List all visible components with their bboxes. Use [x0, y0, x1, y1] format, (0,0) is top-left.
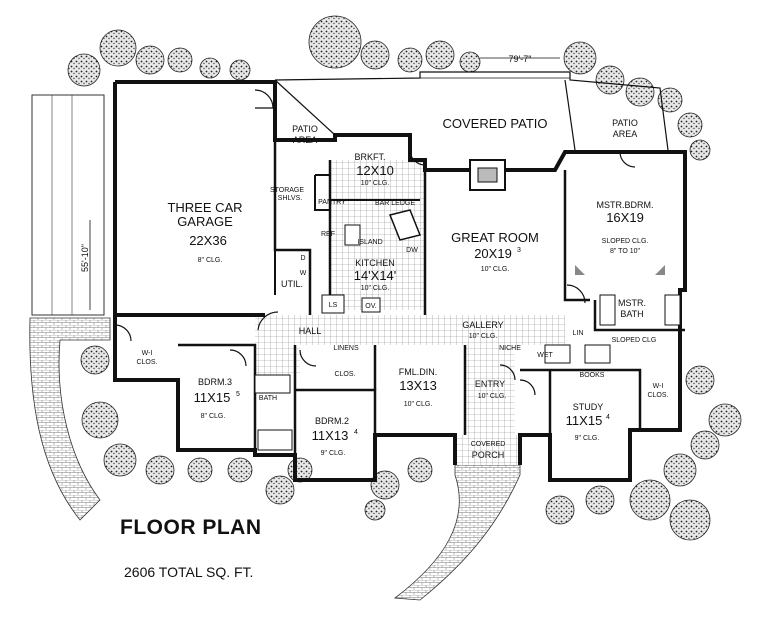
- study-size-sup: 4: [606, 414, 610, 421]
- garage-name2: GARAGE: [177, 214, 233, 229]
- bdrm3-size-sup: 5: [236, 391, 240, 398]
- depth-dimension: 55'-10": [80, 244, 90, 272]
- wi-right-2: CLOS.: [647, 392, 668, 399]
- bdrm3-name: BDRM.3: [198, 377, 232, 387]
- bdrm2-clg: 9" CLG.: [321, 450, 346, 457]
- great-room-size: 20X19: [474, 246, 512, 261]
- d-label: D: [300, 255, 305, 262]
- ref-label: REF: [321, 231, 335, 238]
- bath-label: BATH: [259, 395, 277, 402]
- dimension-lines: [89, 57, 560, 310]
- great-room-clg: 10" CLG.: [481, 266, 510, 273]
- fixtures: [254, 159, 681, 451]
- entry-clg: 10" CLG.: [478, 393, 507, 400]
- plan-title: FLOOR PLAN: [120, 516, 262, 539]
- bar-ledge-label: BAR LEDGE: [375, 200, 415, 207]
- pantry-label: PANTRY: [318, 199, 346, 206]
- kitchen-name: KITCHEN: [355, 258, 395, 268]
- bdrm3-size: 11X15: [194, 390, 231, 405]
- study-size: 11X15: [566, 413, 603, 428]
- garage-size: 22X36: [189, 233, 227, 248]
- bdrm2-name: BDRM.2: [315, 416, 349, 426]
- hall-label: HALL: [299, 326, 322, 336]
- covered-patio: COVERED PATIO: [443, 116, 548, 131]
- niche-label: NICHE: [499, 345, 521, 352]
- brkft-size: 12X10: [356, 163, 394, 178]
- clos-label: CLOS.: [334, 371, 355, 378]
- w-label: W: [300, 270, 307, 277]
- great-room-size-sup: 3: [517, 247, 521, 254]
- garage-clg: 8" CLG.: [198, 257, 223, 264]
- wi-left-1: W-I: [142, 350, 153, 357]
- storage-1: STORAGE: [270, 187, 304, 194]
- covered-patio-area: [274, 71, 669, 151]
- interior-walls: [178, 140, 685, 455]
- gallery-name: GALLERY: [462, 320, 503, 330]
- sloped-clg-label: SLOPED CLG: [612, 337, 657, 344]
- kitchen-clg: 10" CLG.: [361, 285, 390, 292]
- ls-label: LS: [329, 302, 338, 309]
- landscaping: [67, 15, 742, 541]
- mstr-bdrm-clg1: SLOPED CLG.: [602, 238, 649, 245]
- wet-label: WET: [537, 352, 553, 359]
- mstr-bdrm-name: MSTR.BDRM.: [597, 200, 654, 210]
- mstr-bdrm-clg2: 8" TO 10": [610, 248, 641, 255]
- bdrm2-size-sup: 4: [354, 429, 358, 436]
- door-swings: [114, 89, 636, 396]
- dw-label: DW: [406, 247, 418, 254]
- study-clg: 9" CLG.: [575, 435, 600, 442]
- kitchen-size: 14'X14': [354, 268, 397, 283]
- mstr-bath-2: BATH: [620, 309, 643, 319]
- brkft-name: BRKFT.: [354, 152, 385, 162]
- study-name: STUDY: [573, 402, 604, 412]
- lin-label: LIN: [573, 330, 584, 337]
- width-dimension: 79'-7": [509, 54, 532, 64]
- mstr-bath-1: MSTR.: [618, 298, 646, 308]
- fml-din-clg: 10" CLG.: [404, 401, 433, 408]
- fml-din-size: 13X13: [399, 378, 437, 393]
- entry-name: ENTRY: [475, 379, 505, 389]
- patio-left-2: AREA: [293, 135, 318, 145]
- linens-label: LINENS: [333, 345, 359, 352]
- brkft-clg: 10" CLG.: [361, 180, 390, 187]
- exterior-walls: [113, 80, 687, 482]
- gallery-clg: 10" CLG.: [469, 333, 498, 340]
- room-labels: 79'-7" 55'-10" THREE CAR GARAGE 22X36 8"…: [80, 54, 669, 460]
- porch-1: COVERED: [471, 441, 506, 448]
- bdrm2-size: 11X13: [312, 428, 349, 443]
- books-label: BOOKS: [580, 372, 605, 379]
- great-room-name: GREAT ROOM: [451, 230, 539, 245]
- island-label: ISLAND: [357, 239, 382, 246]
- fml-din-name: FML.DIN.: [399, 367, 438, 377]
- patio-left-1: PATIO: [292, 124, 318, 134]
- bdrm3-clg: 8" CLG.: [201, 413, 226, 420]
- ov-label: OV.: [365, 303, 376, 310]
- porch-2: PORCH: [472, 450, 505, 460]
- mstr-bdrm-size: 16X19: [606, 210, 644, 225]
- wi-left-2: CLOS.: [136, 359, 157, 366]
- storage-2: SHLVS.: [278, 195, 302, 202]
- patio-right-1: PATIO: [612, 118, 638, 128]
- garage-name1: THREE CAR: [167, 200, 242, 215]
- util-label: UTIL.: [281, 279, 303, 289]
- total-sqft: 2606 TOTAL SQ. FT.: [124, 564, 254, 580]
- patio-right-2: AREA: [613, 129, 638, 139]
- wi-right-1: W-I: [653, 383, 664, 390]
- driveway: [29, 94, 521, 601]
